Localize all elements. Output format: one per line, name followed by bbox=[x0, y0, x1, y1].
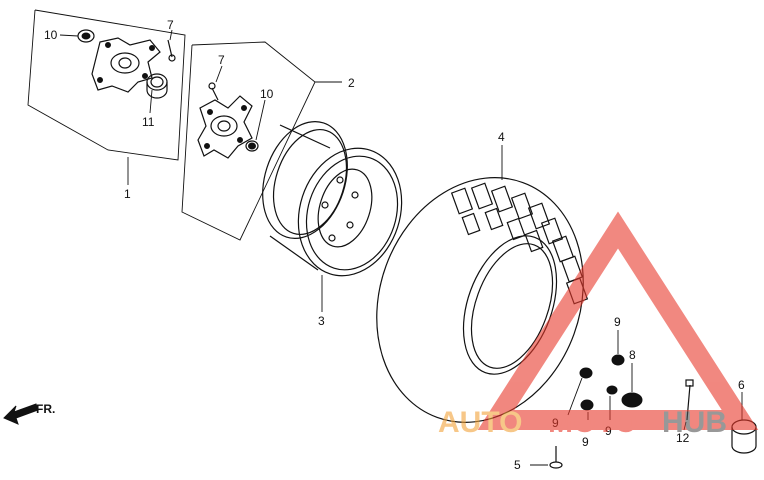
watermark-hub: HUB bbox=[662, 406, 727, 439]
leader-10b bbox=[255, 99, 266, 141]
callout-9c: 9 bbox=[605, 424, 612, 438]
callout-2: 2 bbox=[348, 76, 355, 90]
weight-9a bbox=[579, 367, 593, 379]
callout-3: 3 bbox=[318, 314, 325, 328]
weight-8 bbox=[621, 392, 643, 408]
valve-stem bbox=[549, 446, 563, 469]
leader-10a bbox=[59, 34, 79, 37]
callout-7a: 7 bbox=[167, 18, 174, 32]
callout-4: 4 bbox=[498, 130, 505, 144]
hub-assembly-2 bbox=[197, 82, 259, 159]
callout-8: 8 bbox=[629, 348, 636, 362]
group-2-outline bbox=[181, 41, 342, 241]
callout-9b: 9 bbox=[582, 435, 589, 449]
leader-9a bbox=[567, 377, 583, 416]
callout-12: 12 bbox=[676, 431, 690, 445]
leader-7b bbox=[215, 65, 223, 83]
weight-9d bbox=[611, 354, 625, 366]
callout-6: 6 bbox=[738, 378, 745, 392]
callout-5: 5 bbox=[514, 458, 521, 472]
leader-7a bbox=[169, 29, 173, 41]
hub-assembly-1 bbox=[77, 29, 176, 99]
callout-11: 11 bbox=[142, 115, 155, 129]
weight-9c bbox=[606, 385, 618, 395]
group-1-outline bbox=[27, 9, 186, 185]
watermark-moto: MOTO bbox=[548, 406, 637, 439]
fr-label: FR. bbox=[36, 402, 55, 416]
automotohub-watermark: AUTO MOTO HUB bbox=[438, 211, 759, 439]
front-direction-marker: FR. bbox=[3, 402, 55, 425]
watermark-auto: AUTO bbox=[438, 406, 522, 439]
callout-1: 1 bbox=[124, 187, 131, 201]
callout-9d: 9 bbox=[614, 315, 621, 329]
watermark-triangle bbox=[477, 211, 759, 430]
callout-10a: 10 bbox=[44, 28, 58, 42]
callout-7b: 7 bbox=[218, 53, 225, 67]
rim bbox=[262, 121, 403, 277]
callout-10b: 10 bbox=[260, 87, 274, 101]
leader-11 bbox=[149, 89, 153, 114]
